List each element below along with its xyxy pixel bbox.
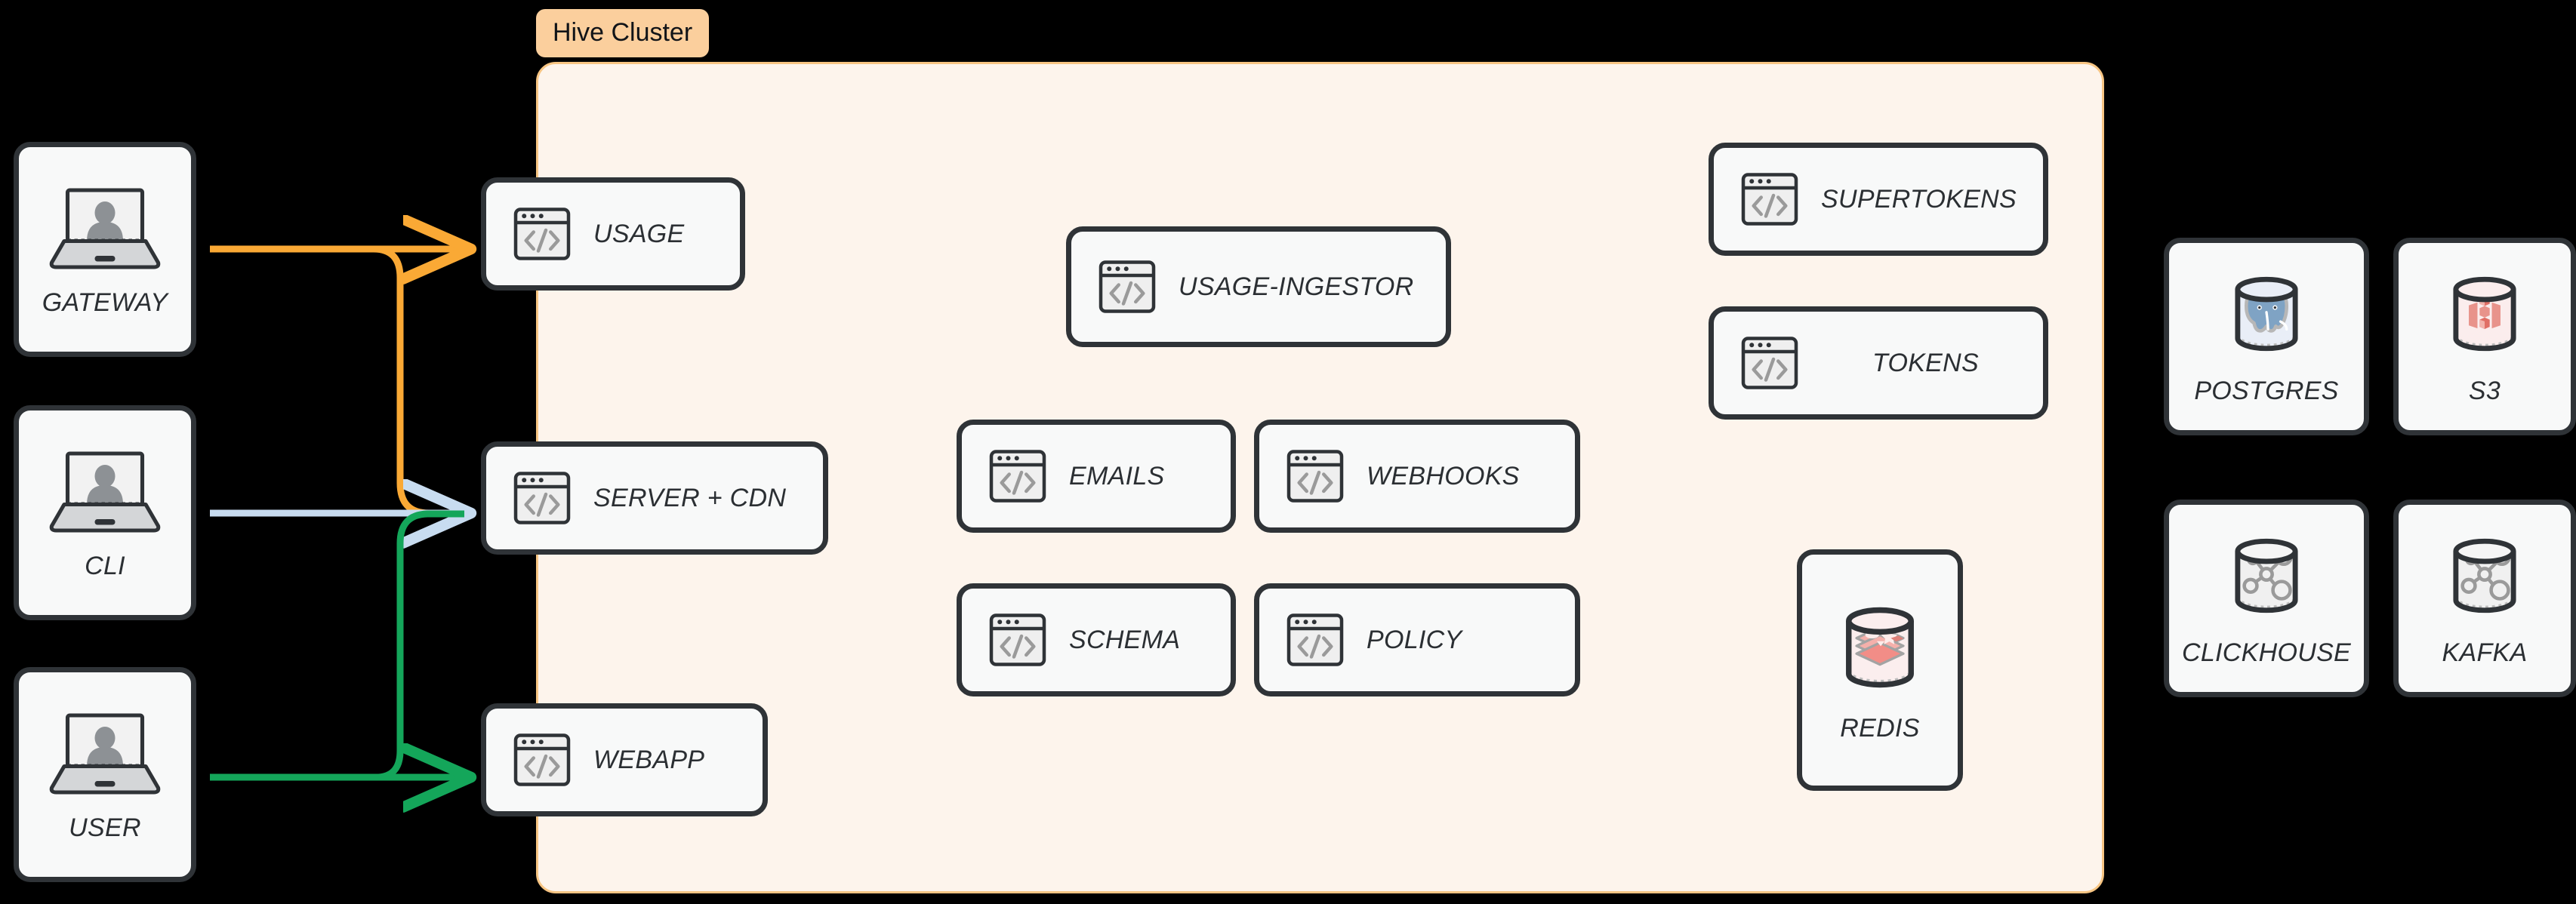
service-label: EMAILS: [1069, 461, 1165, 490]
service-label: TOKENS: [1872, 348, 1979, 377]
client-card-cli[interactable]: CLI: [14, 405, 196, 620]
code-window-icon: [1285, 610, 1345, 670]
service-label: SUPERTOKENS: [1821, 184, 2017, 214]
code-window-icon: [1739, 333, 1800, 393]
code-window-icon: [988, 446, 1048, 506]
laptop-user-icon: [48, 706, 162, 797]
service-card-webhooks[interactable]: WEBHOOKS: [1254, 420, 1580, 533]
store-card-s3[interactable]: S3: [2393, 238, 2576, 435]
code-window-icon: [1285, 446, 1345, 506]
service-card-schema[interactable]: SCHEMA: [957, 583, 1236, 696]
postgres-database-icon: [2220, 268, 2313, 360]
code-window-icon: [512, 730, 572, 790]
client-card-gateway[interactable]: GATEWAY: [14, 142, 196, 357]
laptop-user-icon: [48, 181, 162, 272]
client-label: CLI: [85, 552, 125, 580]
client-label: USER: [69, 813, 141, 842]
code-window-icon: [1097, 257, 1157, 317]
store-card-postgres[interactable]: POSTGRES: [2164, 238, 2369, 435]
store-label: KAFKA: [2442, 638, 2528, 667]
service-card-emails[interactable]: EMAILS: [957, 420, 1236, 533]
service-card-supertokens[interactable]: SUPERTOKENS: [1709, 143, 2048, 256]
wire-gateway-to-server-cdn: [210, 245, 464, 517]
code-window-icon: [512, 204, 572, 264]
service-label: WEBAPP: [593, 745, 705, 774]
service-label: WEBHOOKS: [1367, 461, 1520, 490]
client-card-user[interactable]: USER: [14, 667, 196, 882]
code-window-icon: [512, 468, 572, 528]
service-card-usage[interactable]: USAGE: [481, 177, 745, 291]
hive-cluster-label: Hive Cluster: [536, 9, 710, 57]
network-database-icon: [2439, 530, 2531, 622]
store-card-clickhouse[interactable]: CLICKHOUSE: [2164, 500, 2369, 697]
service-card-webapp[interactable]: WEBAPP: [481, 703, 768, 816]
service-card-usage-ingestor[interactable]: USAGE-INGESTOR: [1066, 226, 1451, 347]
network-database-icon: [2220, 530, 2313, 622]
service-label: SCHEMA: [1069, 625, 1181, 654]
service-label: USAGE-INGESTOR: [1179, 272, 1414, 301]
redis-database-icon: [1830, 598, 1930, 697]
store-card-kafka[interactable]: KAFKA: [2393, 500, 2576, 697]
client-label: GATEWAY: [42, 288, 168, 317]
store-label: REDIS: [1840, 713, 1920, 743]
store-label: CLICKHOUSE: [2181, 638, 2352, 667]
store-card-redis[interactable]: REDIS: [1797, 549, 1963, 791]
service-label: SERVER + CDN: [593, 483, 787, 512]
wire-user-to-server-cdn: [375, 510, 464, 781]
code-window-icon: [1739, 169, 1800, 229]
service-card-server-cdn[interactable]: SERVER + CDN: [481, 441, 828, 555]
code-window-icon: [988, 610, 1048, 670]
service-card-policy[interactable]: POLICY: [1254, 583, 1580, 696]
store-label: POSTGRES: [2194, 376, 2339, 405]
s3-database-icon: [2439, 268, 2531, 360]
store-label: S3: [2468, 376, 2501, 405]
laptop-user-icon: [48, 444, 162, 535]
service-card-tokens[interactable]: TOKENS: [1709, 306, 2048, 420]
service-label: POLICY: [1367, 625, 1462, 654]
service-label: USAGE: [593, 219, 685, 248]
